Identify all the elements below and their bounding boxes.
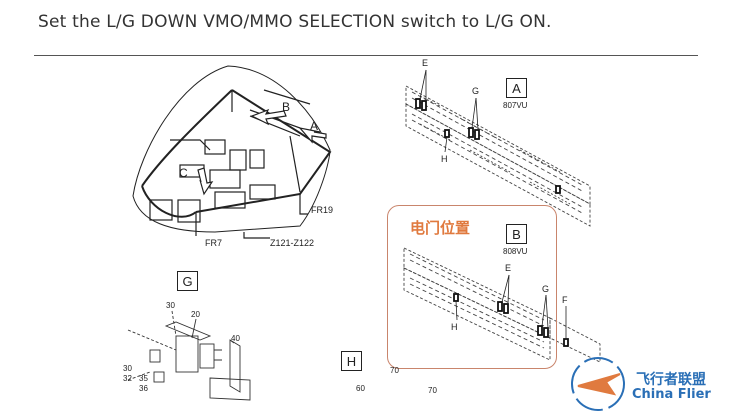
arrow-label-b: B	[282, 100, 291, 114]
detail-h-number-60: 60	[356, 384, 365, 393]
detail-g-number-20: 20	[191, 310, 200, 319]
panel-807vu-leaders	[419, 69, 479, 153]
panel-a-callout-e: E	[422, 58, 429, 68]
panel-a-number: 807VU	[503, 101, 528, 110]
detail-g-number-35: 35	[139, 374, 148, 383]
detail-h-number-70: 70	[428, 386, 437, 395]
instruction-text: Set the L/G DOWN VMO/MMO SELECTION switc…	[38, 12, 552, 32]
panel-b-letter: B	[506, 224, 527, 244]
panel-808vu-leaders	[455, 274, 567, 339]
panel-b-number: 808VU	[503, 247, 528, 256]
nose-arrows	[197, 108, 327, 196]
panel-b-callout-f: F	[562, 295, 568, 305]
detail-h-number-70-top: 70	[390, 366, 399, 375]
detail-h-letter: H	[341, 351, 362, 371]
panel-a-callout-h: H	[441, 154, 448, 164]
divider-line	[34, 55, 698, 56]
panel-a-callout-g: G	[472, 86, 480, 96]
arrow-label-c: C	[179, 166, 188, 180]
switch-location-annotation: 电门位置	[410, 219, 471, 237]
annotation-frame	[387, 205, 557, 369]
detail-g-number-36: 36	[139, 384, 148, 393]
watermark-en: China Flier	[632, 387, 711, 402]
arrow-label-a: A	[310, 119, 319, 133]
panel-808vu-drawing	[403, 247, 601, 363]
frame-label-fr7: FR7	[205, 238, 223, 248]
detail-g-number-30-top: 30	[166, 301, 175, 310]
detail-g-letter: G	[177, 271, 198, 291]
watermark-logo	[571, 357, 625, 411]
panel-a-letter: A	[506, 78, 527, 98]
panel-b-callout-g: G	[542, 284, 550, 294]
panel-b-callout-h: H	[451, 322, 458, 332]
zone-label: Z121-Z122	[270, 238, 315, 248]
detail-g-number-32: 32	[123, 374, 132, 383]
panel-807vu-switches	[415, 98, 561, 194]
frame-label-fr19: FR19	[311, 205, 334, 215]
detail-g-number-40: 40	[231, 334, 240, 343]
aircraft-nose-drawing	[132, 65, 332, 239]
panel-b-callout-e: E	[505, 263, 512, 273]
watermark-cn: 飞行者联盟	[636, 372, 706, 388]
detail-g-drawing	[127, 310, 251, 401]
detail-g-number-30: 30	[123, 364, 132, 373]
